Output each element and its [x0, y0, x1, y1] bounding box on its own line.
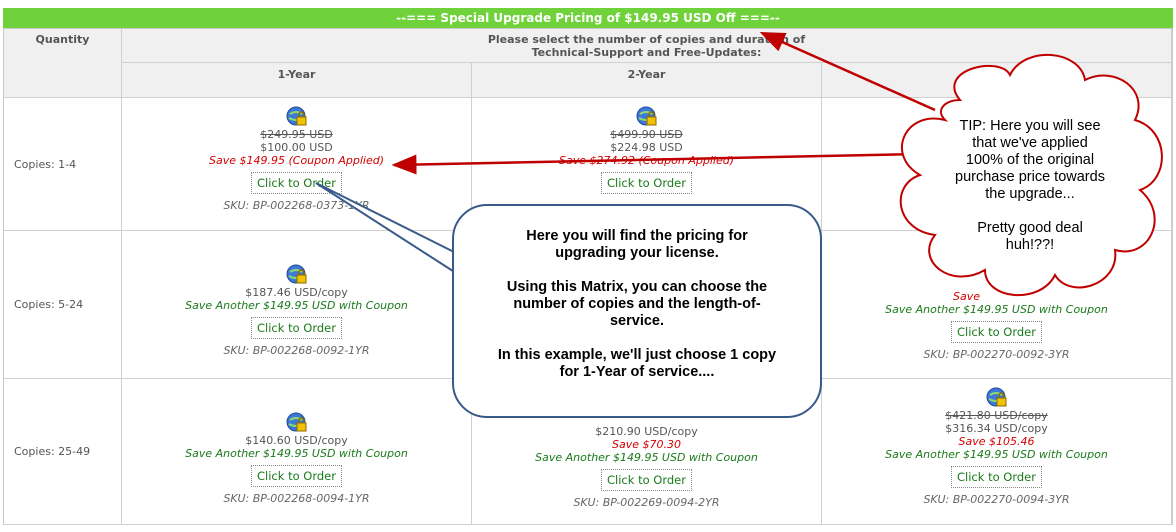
- callout-line: upgrading your license.: [555, 245, 719, 261]
- padlock-globe-icon: [286, 412, 308, 434]
- click-to-order-button[interactable]: Click to Order: [601, 469, 692, 491]
- coupon-savings-text: Save Another $149.95 USD with Coupon: [885, 303, 1108, 316]
- sku-text: SKU: BP-002268-0094-1YR: [223, 492, 370, 505]
- coupon-savings-text: Save Another $149.95 USD with Coupon: [885, 448, 1108, 461]
- upgrade-price: $100.00 USD: [260, 141, 333, 154]
- coupon-savings-text: Save Another $149.95 USD with Coupon: [185, 299, 408, 312]
- callout-line: for 1-Year of service....: [559, 364, 715, 380]
- padlock-globe-icon: [986, 387, 1008, 409]
- price-cell-r2-c1: $187.46 USD/copy Save Another $149.95 US…: [122, 231, 472, 379]
- price-cell-r2-c3: Save Save Another $149.95 USD with Coupo…: [822, 231, 1172, 379]
- savings-text: Save: [952, 290, 980, 303]
- quantity-cell-5-24: Copies: 5-24: [4, 231, 122, 379]
- click-to-order-button[interactable]: Click to Order: [951, 466, 1042, 488]
- coupon-savings-text: Save Another $149.95 USD with Coupon: [535, 451, 758, 464]
- pricing-matrix: Quantity Please select the number of cop…: [3, 28, 1173, 525]
- sku-text: SKU: BP-002268-0092-1YR: [223, 344, 370, 357]
- tip-line: Pretty good deal: [977, 220, 1083, 236]
- instruction-header: Please select the number of copies and d…: [122, 29, 1172, 63]
- column-header-1-year[interactable]: 1-Year: [122, 63, 472, 98]
- tip-line: 100% of the original: [965, 152, 1095, 168]
- savings-text: Save $105.46: [958, 435, 1035, 448]
- sku-text: SKU: BP-002270-0092-3YR: [923, 348, 1070, 361]
- click-to-order-button[interactable]: Click to Order: [951, 321, 1042, 343]
- quantity-cell-25-49: Copies: 25-49: [4, 379, 122, 525]
- tip-cloud-callout: [899, 53, 1163, 297]
- original-price: $249.95 USD: [260, 128, 333, 141]
- click-to-order-button[interactable]: Click to Order: [251, 465, 342, 487]
- padlock-globe-icon: [636, 106, 658, 128]
- tip-line: huh!??!: [1005, 237, 1055, 253]
- tip-line: purchase price towards: [955, 169, 1105, 185]
- sku-text: SKU: BP-002269-0094-2YR: [573, 496, 720, 509]
- padlock-globe-icon: [286, 106, 308, 128]
- tip-line: TIP: Here you will see: [959, 118, 1101, 134]
- upgrade-price: $316.34 USD/copy: [945, 422, 1048, 435]
- arrow-to-banner: [759, 31, 936, 112]
- callout-line: Here you will find the pricing for: [526, 228, 748, 244]
- click-to-order-button[interactable]: Click to Order: [601, 172, 692, 194]
- quantity-cell-1-4: Copies: 1-4: [4, 98, 122, 231]
- tip-callout-text: TIP: Here you will see that we've applie…: [925, 118, 1135, 254]
- original-price: $421.80 USD/copy: [945, 409, 1048, 422]
- padlock-globe-icon: [286, 264, 308, 286]
- arrow-to-savings: [391, 152, 921, 175]
- callout-line: service.: [609, 313, 665, 329]
- upgrade-price: $224.98 USD: [610, 141, 683, 154]
- price-cell-r3-c2: $210.90 USD/copy Save $70.30 Save Anothe…: [472, 379, 822, 525]
- click-to-order-button[interactable]: Click to Order: [251, 172, 342, 194]
- savings-text: Save $149.95 (Coupon Applied): [209, 154, 384, 167]
- license-callout-bubble: [452, 204, 822, 418]
- savings-text: Save $70.30: [612, 438, 681, 451]
- price-cell-r3-c1: $140.60 USD/copy Save Another $149.95 US…: [122, 379, 472, 525]
- sku-text: SKU: BP-002270-0094-3YR: [923, 493, 1070, 506]
- special-pricing-banner: --=== Special Upgrade Pricing of $149.95…: [3, 8, 1173, 28]
- original-price: $499.90 USD: [610, 128, 683, 141]
- license-callout-text: Here you will find the pricing for upgra…: [470, 228, 804, 381]
- callout-line: number of copies and the length-of-: [513, 296, 761, 312]
- click-to-order-button[interactable]: Click to Order: [251, 317, 342, 339]
- upgrade-price: $210.90 USD/copy: [595, 425, 698, 438]
- upgrade-price: $187.46 USD/copy: [245, 286, 348, 299]
- instruction-line-1: Please select the number of copies and d…: [487, 33, 806, 46]
- callout-tail: [315, 182, 471, 283]
- coupon-savings-text: Save Another $149.95 USD with Coupon: [185, 447, 408, 460]
- tip-line: the upgrade...: [985, 186, 1075, 202]
- price-cell-r3-c3: $421.80 USD/copy $316.34 USD/copy Save $…: [822, 379, 1172, 525]
- quantity-header: Quantity: [4, 29, 122, 98]
- sku-text: SKU: BP-002268-0373-1YR: [223, 199, 370, 212]
- tip-line: that we've applied: [972, 135, 1088, 151]
- callout-line: Using this Matrix, you can choose the: [506, 279, 768, 295]
- instruction-line-2: Technical-Support and Free-Updates:: [531, 46, 762, 59]
- column-header-2-year[interactable]: 2-Year: [472, 63, 822, 98]
- price-cell-r1-c1: $249.95 USD $100.00 USD Save $149.95 (Co…: [122, 98, 472, 231]
- callout-line: In this example, we'll just choose 1 cop…: [497, 347, 777, 363]
- upgrade-price: $140.60 USD/copy: [245, 434, 348, 447]
